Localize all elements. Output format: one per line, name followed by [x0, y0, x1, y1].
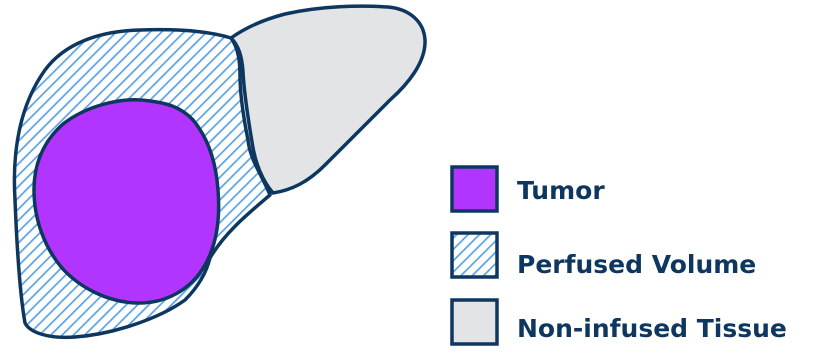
tumor-swatch: [452, 167, 497, 211]
legend-item-tumor: Tumor: [452, 167, 605, 211]
legend: Tumor Perfused Volume Non-infused Tissue: [452, 167, 787, 344]
non-infused-tissue-region: [231, 6, 425, 193]
non-infused-tissue-swatch: [452, 300, 497, 344]
legend-item-non-infused-tissue: Non-infused Tissue: [452, 300, 787, 344]
legend-item-perfused-volume: Perfused Volume: [452, 233, 756, 279]
perfused-volume-swatch: [452, 233, 497, 277]
legend-label-tumor: Tumor: [517, 176, 605, 205]
legend-label-perfused-volume: Perfused Volume: [517, 250, 756, 279]
legend-label-non-infused-tissue: Non-infused Tissue: [517, 314, 787, 343]
